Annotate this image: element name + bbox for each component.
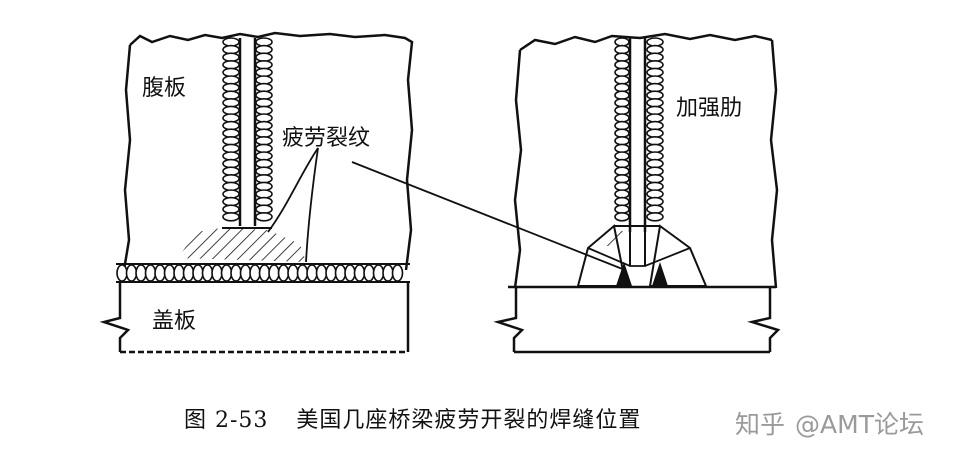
weld-bead [306, 264, 318, 282]
crack-mark-right [652, 262, 668, 286]
weld-bead [646, 212, 664, 222]
weld-bead [255, 52, 273, 63]
flange-right-edge [747, 288, 781, 352]
crack-leader-long [351, 161, 626, 271]
crack-hatch-area [178, 228, 306, 262]
weld-bead [287, 264, 299, 282]
vertical-weld-bead-right [255, 37, 273, 222]
weld-bead [249, 264, 261, 282]
weld-bead [125, 264, 138, 282]
weld-bead [163, 264, 176, 282]
weld-bead [382, 264, 394, 282]
weld-bead [646, 52, 664, 63]
weld-bead [255, 44, 273, 55]
stiffener-panel-top [519, 32, 773, 52]
cover-plate-left-edge [99, 282, 131, 352]
weld-bead [268, 264, 280, 282]
weld-bead [372, 264, 385, 282]
weld-bead [334, 264, 347, 282]
stiffener-panel-left-edge [513, 49, 523, 289]
weld-bead [173, 264, 185, 282]
cover-plate-label: 盖板 [152, 309, 197, 334]
figure-caption-text: 美国几座桥梁疲劳开裂的焊缝位置 [296, 408, 642, 433]
web-plate-outline [129, 31, 414, 271]
weld-bead [258, 264, 271, 282]
weld-bead [222, 44, 240, 55]
weld-bead [614, 212, 630, 222]
weld-bead [391, 264, 404, 282]
web-plate-label: 腹板 [142, 76, 187, 101]
figure-number: 图 2-53 [184, 408, 269, 433]
weld-bead [220, 264, 233, 282]
crack-mark-left [616, 262, 632, 286]
stiffener-weld-right [646, 37, 664, 222]
weld-bead [646, 44, 664, 55]
weld-bead [315, 264, 328, 282]
weld-bead [353, 264, 366, 282]
fillet-hatch [596, 230, 630, 246]
horizontal-weld-bead [116, 264, 404, 282]
weld-bead [192, 264, 204, 282]
weld-bead [344, 264, 356, 282]
weld-bead [239, 264, 252, 282]
watermark: 知乎 @AMT论坛 [735, 405, 924, 441]
stiffener-panel-right-edge [769, 39, 779, 289]
weld-bead [277, 264, 290, 282]
weld-bead [222, 212, 240, 222]
weld-bead [182, 264, 195, 282]
weld-bead [116, 264, 128, 282]
flange-left-edge [493, 288, 525, 352]
watermark-account: @AMT论坛 [795, 410, 924, 439]
stiffener-label: 加强肋 [676, 96, 743, 121]
weld-bead [154, 264, 166, 282]
weld-bead [614, 44, 630, 55]
stiffener-weld-left [614, 37, 630, 222]
vertical-weld-bead-left [222, 37, 240, 222]
fillet-inner-line [587, 247, 691, 267]
watermark-site: 知乎 [735, 410, 786, 439]
fatigue-crack-label: 疲劳裂纹 [282, 126, 371, 151]
right-detail [493, 32, 781, 354]
crack-leader-1 [267, 147, 319, 233]
web-plate-left-edge [122, 44, 132, 271]
weld-bead [222, 52, 240, 63]
weld-bead [201, 264, 214, 282]
weld-bead [255, 212, 273, 222]
figure-caption: 图 2-53 美国几座桥梁疲劳开裂的焊缝位置 [184, 402, 641, 434]
left-detail [99, 31, 414, 354]
weld-bead [211, 264, 223, 282]
weld-bead [325, 264, 337, 282]
weld-bead [135, 264, 147, 282]
weld-bead [296, 264, 309, 282]
weld-bead [363, 264, 375, 282]
weld-bead [230, 264, 242, 282]
weld-bead [144, 264, 157, 282]
crack-leader-2 [305, 147, 319, 263]
weld-bead [614, 52, 630, 63]
